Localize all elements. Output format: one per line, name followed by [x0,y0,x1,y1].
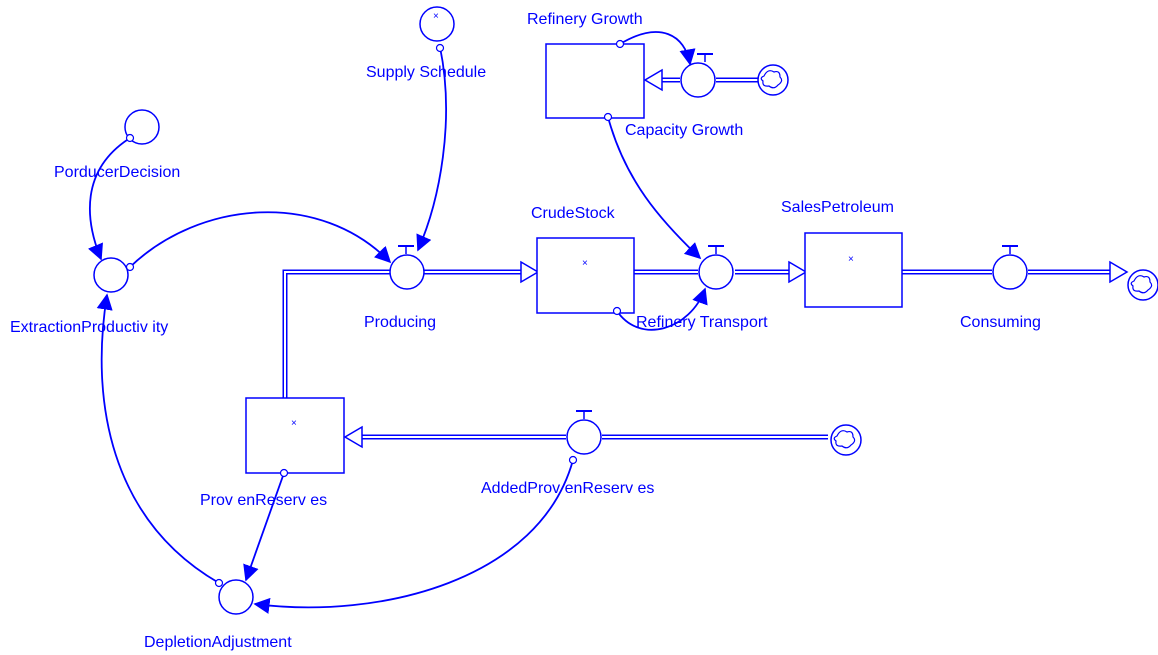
valve-refinery-transport[interactable] [698,245,734,290]
label-refinery-growth: Refinery Growth [527,11,643,28]
stock-proven-reserves[interactable] [245,397,345,474]
pipe-cloud-to-proven [343,425,828,449]
valve-producing[interactable] [389,245,425,290]
pipe-producing-to-crudestock [424,260,540,284]
aux-marker: × [433,11,439,22]
label-extraction-productivity: ExtractionProductiv ity [10,319,168,336]
label-proven-reserves: Prov enReserv es [200,492,327,509]
label-refinery-transport: Refinery Transport [636,314,768,331]
label-sales-petroleum: SalesPetroleum [781,199,894,216]
label-consuming: Consuming [960,314,1041,331]
cloud-icon [757,64,789,96]
valve-capacity-growth[interactable] [680,53,716,98]
label-added-proven-reserves: AddedProv enReserv es [481,480,654,497]
pipe-cloud-to-refinery-growth [643,68,760,92]
pipe-transport-to-sales [735,260,808,284]
label-depletion-adjustment: DepletionAdjustment [144,634,292,651]
aux-depletion-adjustment[interactable] [218,579,254,615]
stock-marker: × [848,254,854,265]
connectors [87,31,708,614]
cloud-icon [1127,269,1158,301]
valve-consuming[interactable] [992,245,1028,290]
stock-marker: × [582,258,588,269]
pipe-proven-to-producing [282,269,390,398]
aux-supply-schedule[interactable] [419,6,455,42]
label-supply-schedule: Supply Schedule [366,64,486,81]
stock-crude-stock[interactable] [536,237,635,314]
label-crude-stock: CrudeStock [531,205,616,222]
stock-sales-petroleum[interactable] [804,232,903,308]
aux-porducer-decision[interactable] [124,109,160,145]
valve-added-proven-reserves[interactable] [566,410,602,455]
label-porducer-decision: PorducerDecision [54,164,180,181]
stock-refinery-growth[interactable] [545,43,645,119]
label-producing: Producing [364,314,436,331]
label-capacity-growth: Capacity Growth [625,122,743,139]
aux-extraction-productivity[interactable] [93,257,129,293]
stock-marker: × [291,418,297,429]
cloud-icon [830,424,862,456]
pipe-sales-to-consuming [902,260,1129,284]
